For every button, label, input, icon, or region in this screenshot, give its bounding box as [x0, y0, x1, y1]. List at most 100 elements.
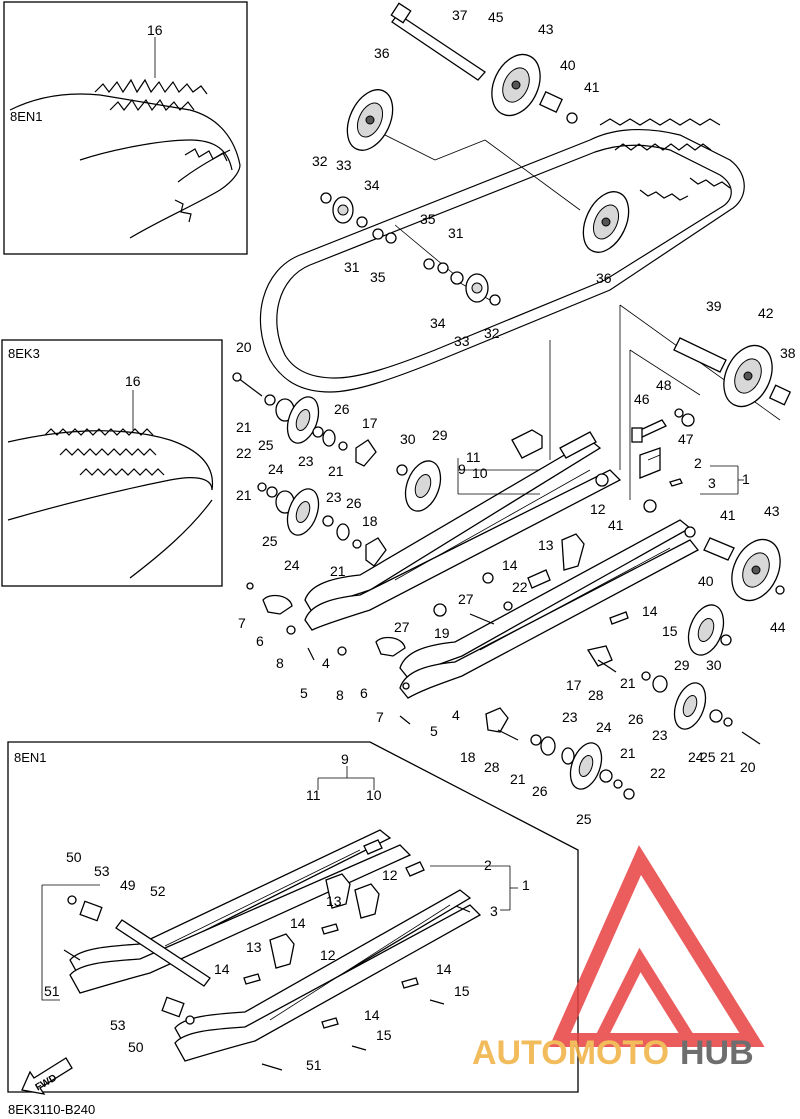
callout-label: 26 [346, 495, 362, 511]
callout-label: 14 [502, 557, 518, 573]
callout-label: 29 [432, 427, 448, 443]
wheel-36-lower [582, 191, 630, 253]
inset-panel-8ek3: 8EK3 16 [1, 339, 223, 587]
callout-label: 14 [436, 961, 452, 977]
callout-label: 13 [326, 893, 342, 909]
callout-label: 41 [584, 79, 600, 95]
panel-tag: 8EK3 [8, 346, 40, 361]
callout-label: 15 [662, 623, 678, 639]
callout-label: 22 [236, 445, 252, 461]
callout-label: 21 [328, 463, 344, 479]
callout-label: 7 [238, 615, 246, 631]
callout-label: 27 [458, 591, 474, 607]
callout-label: 36 [374, 45, 390, 61]
callout-label: 30 [706, 657, 722, 673]
callout-label: 26 [532, 783, 548, 799]
callout-label: 9 [458, 461, 466, 477]
callout-label: 26 [334, 401, 350, 417]
callout-label: 21 [620, 675, 636, 691]
callout-label: 52 [150, 883, 166, 899]
callout-label: 53 [110, 1017, 126, 1033]
callout-label: 29 [674, 657, 690, 673]
callout-label: 18 [460, 749, 476, 765]
callout-label: 51 [306, 1057, 322, 1073]
callout-label: 48 [656, 377, 672, 393]
callout-label: 15 [376, 1027, 392, 1043]
callout-label: 23 [326, 489, 342, 505]
collar-40 [539, 90, 563, 114]
callout-label: 37 [452, 7, 468, 23]
diagram-code: 8EK3110-B240 [8, 1102, 95, 1117]
callout-label: 23 [298, 453, 314, 469]
rear-axle [390, 2, 486, 81]
bearing-41 [566, 112, 578, 124]
callout-label: 4 [322, 655, 330, 671]
idler-hardware [320, 192, 501, 306]
callout-label: 41 [608, 517, 624, 533]
callout-label: 16 [147, 22, 163, 38]
callout-label: 42 [758, 305, 774, 321]
watermark-brand-b: HUB [680, 1034, 754, 1072]
callout-label: 33 [336, 157, 352, 173]
callout-label: 43 [764, 503, 780, 519]
callout-label: 36 [596, 270, 612, 286]
left-wheel-cluster [232, 372, 442, 567]
callout-label: 25 [258, 437, 274, 453]
callout-label: 2 [484, 857, 492, 873]
callouts: 37 45 43 40 41 36 32 33 34 35 31 31 35 3… [44, 7, 796, 1073]
callout-label: 28 [484, 759, 500, 775]
callout-label: 12 [382, 867, 398, 883]
callout-label: 22 [512, 579, 528, 595]
callout-label: 1 [522, 877, 530, 893]
callout-label: 32 [484, 325, 500, 341]
callout-label: 20 [740, 759, 756, 775]
callout-label: 23 [652, 727, 668, 743]
callout-label: 25 [262, 533, 278, 549]
callout-label: 44 [770, 619, 786, 635]
callout-label: 31 [448, 225, 464, 241]
callout-label: 10 [472, 465, 488, 481]
callout-label: 5 [300, 685, 308, 701]
callout-label: 38 [780, 345, 796, 361]
slide-rail-lower [399, 519, 699, 699]
callout-label: 14 [642, 603, 658, 619]
callout-label: 25 [700, 749, 716, 765]
callout-label: 35 [370, 269, 386, 285]
right-lower-cluster [485, 537, 785, 800]
callout-label: 50 [128, 1039, 144, 1055]
callout-label: 30 [400, 431, 416, 447]
callout-label: 41 [720, 507, 736, 523]
callout-label: 25 [576, 811, 592, 827]
track-belt [259, 118, 745, 393]
callout-label: 5 [430, 723, 438, 739]
callout-label: 16 [125, 373, 141, 389]
callout-label: 8 [276, 655, 284, 671]
callout-label: 12 [590, 501, 606, 517]
callout-label: 32 [312, 153, 328, 169]
callout-label: 27 [394, 619, 410, 635]
watermark-logo: AUTOMOTO HUB [472, 845, 765, 1072]
callout-label: 1 [742, 471, 750, 487]
inset-panel-8en1-top: 8EN1 16 [3, 1, 248, 255]
callout-label: 28 [588, 687, 604, 703]
callout-label: 35 [420, 211, 436, 227]
callout-label: 21 [720, 749, 736, 765]
panel-tag: 8EN1 [10, 109, 43, 124]
callout-label: 10 [366, 787, 382, 803]
callout-label: 13 [538, 537, 554, 553]
callout-label: 33 [454, 333, 470, 349]
callout-label: 49 [120, 877, 136, 893]
callout-label: 46 [634, 391, 650, 407]
slide-rail-upper [304, 429, 622, 631]
callout-label: 24 [596, 719, 612, 735]
callout-label: 34 [364, 177, 380, 193]
callout-label: 13 [246, 939, 262, 955]
callout-label: 3 [708, 475, 716, 491]
callout-label: 40 [560, 57, 576, 73]
callout-label: 17 [362, 415, 378, 431]
callout-label: 26 [628, 711, 644, 727]
callout-label: 20 [236, 339, 252, 355]
callout-label: 24 [268, 461, 284, 477]
callout-label: 21 [236, 487, 252, 503]
